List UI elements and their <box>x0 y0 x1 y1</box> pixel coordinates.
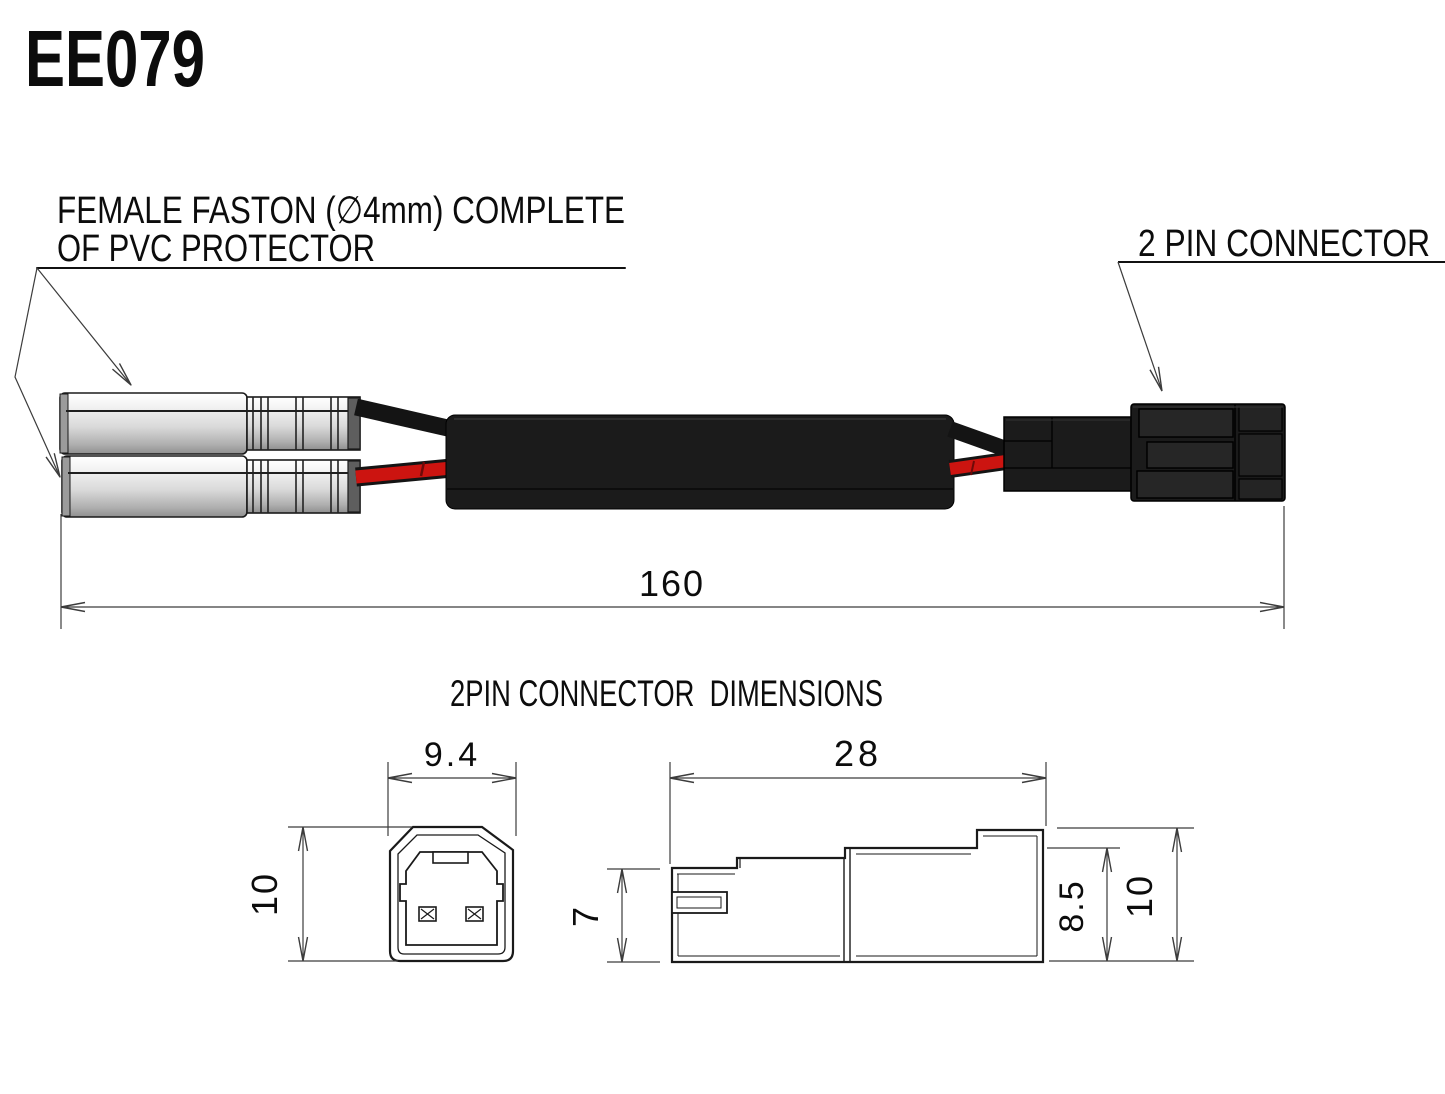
connector-face-cell-bottom <box>1238 478 1283 500</box>
drawing-title: EE079 <box>25 14 205 103</box>
faston-ribs-upper <box>252 397 339 450</box>
wire-red-left <box>355 461 453 484</box>
connector-panel-middle <box>1146 441 1234 469</box>
front-width-dimension: 9.4 <box>387 736 517 836</box>
connector-panel-bottom <box>1136 470 1234 499</box>
faston-leader-lower <box>14 267 61 478</box>
dim-side10-value: 10 <box>1119 874 1160 918</box>
connector-rear-housing-lines <box>1004 417 1132 469</box>
side-height-dimension: 10 <box>1049 827 1194 962</box>
wire-black-right <box>947 421 1009 457</box>
dim-7-value: 7 <box>565 907 606 927</box>
dim-front10-value: 10 <box>244 872 285 916</box>
pin-connector-callout: 2 PIN CONNECTOR <box>1117 223 1445 392</box>
faston-label-line1: FEMALE FASTON (∅4mm) COMPLETE <box>57 190 625 232</box>
front-view-inner-outline <box>397 834 506 955</box>
front-height-dimension: 10 <box>244 826 412 962</box>
connector-side-view <box>670 828 1045 964</box>
pvc-protector-lower <box>61 455 248 518</box>
dim-85-value: 8.5 <box>1053 879 1091 932</box>
front-view-pin-right <box>465 906 484 922</box>
wire-red-left-crimp-mark <box>419 461 426 477</box>
side-view-pin-tab-bevel <box>676 896 722 909</box>
side-view-pin-tab <box>671 891 728 914</box>
two-pin-connector <box>1003 403 1286 502</box>
side-length-dimension: 28 <box>669 733 1047 864</box>
wire-black-left <box>354 398 454 438</box>
pvc-protector-upper <box>59 392 248 455</box>
front-view-latch-slot <box>432 851 469 864</box>
pin-connector-label: 2 PIN CONNECTOR <box>1138 223 1430 265</box>
cable-assembly <box>59 392 1286 518</box>
connector-face-cell-top <box>1238 406 1283 432</box>
front-view-cavity <box>399 851 504 946</box>
dim-160-value: 160 <box>639 563 705 604</box>
title-block: EE079 <box>25 14 205 103</box>
faston-leader-upper <box>36 267 132 386</box>
resistor-sleeve <box>445 414 955 510</box>
pvc-end-cap-upper <box>59 393 69 454</box>
side-view-divider-lines <box>843 848 851 961</box>
pin-left-cross <box>420 908 435 920</box>
pvc-end-cap-lower <box>61 456 71 517</box>
faston-terminal-upper <box>59 392 361 455</box>
pin-connector-leader <box>1117 261 1163 392</box>
overall-length-dimension: 160 <box>60 506 1285 629</box>
connector-front-view <box>388 825 515 963</box>
side-view-inner-bevels <box>677 835 1038 957</box>
faston-ribs-lower <box>252 460 339 513</box>
front-view-pin-left <box>418 906 437 922</box>
faston-callout: FEMALE FASTON (∅4mm) COMPLETE OF PVC PRO… <box>14 190 626 478</box>
dim-94-value: 9.4 <box>424 736 480 774</box>
pin-slot-dimension: 7 <box>565 868 660 963</box>
faston-terminal-lower <box>61 455 361 518</box>
dim-28-value: 28 <box>834 733 882 774</box>
faston-label-line2: OF PVC PROTECTOR <box>57 228 375 270</box>
pin-right-cross <box>467 908 482 920</box>
side-view-outline <box>670 828 1045 964</box>
connector-face-cell-middle <box>1238 433 1283 477</box>
resistor-sleeve-body <box>445 414 955 510</box>
connector-panel-top <box>1138 408 1234 438</box>
wire-red-right <box>949 455 1007 475</box>
body-height-dimension: 8.5 <box>1047 847 1120 962</box>
connector-rear-housing <box>1003 416 1133 492</box>
wire-red-right-crimp-mark <box>970 460 975 476</box>
dimensions-heading: 2PIN CONNECTOR DIMENSIONS <box>450 673 883 714</box>
